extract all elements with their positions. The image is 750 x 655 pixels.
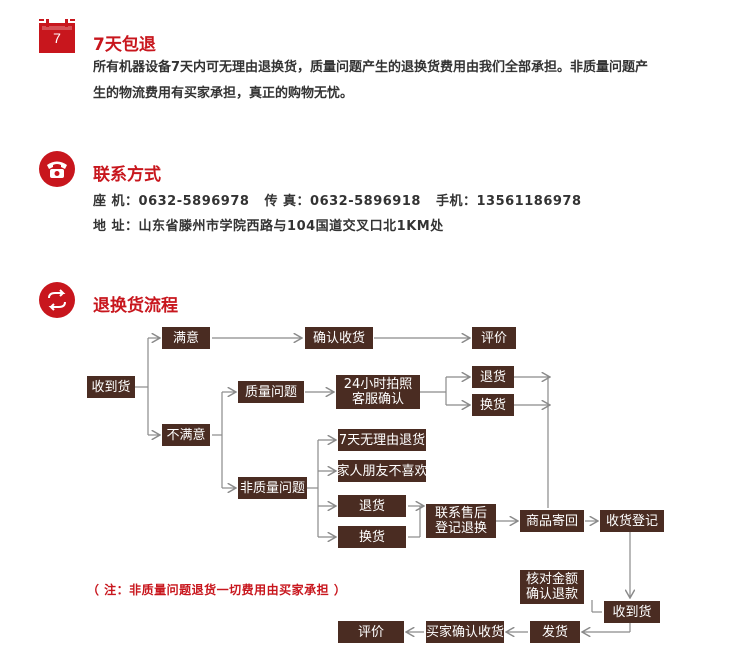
flow-unsatisfied: 不满意 [162,424,210,446]
flow-buyer-confirm: 买家确认收货 [426,621,504,643]
flow-register-receipt: 收货登记 [600,510,664,532]
flow-review-bottom: 评价 [338,621,404,643]
contact-phone-line: 座 机：0632-5896978 传 真：0632-5896918 手机：135… [93,194,582,209]
exchange-icon [38,281,76,319]
flow-non-quality: 非质量问题 [238,477,307,499]
flow-contact-after-sales: 联系售后 登记退换 [426,504,496,538]
flow-verify-refund: 核对金额 确认退款 [520,570,584,604]
flow-confirm-receipt: 确认收货 [305,327,373,349]
flow-photo-confirm: 24小时拍照 客服确认 [336,375,420,409]
process-title: 退换货流程 [93,296,178,316]
calendar-number: 7 [53,30,61,46]
flow-received: 收到货 [604,601,660,623]
contact-address-line: 地 址：山东省滕州市学院西路与104国道交叉口北1KM处 [93,219,444,234]
flow-send-back: 商品寄回 [520,510,584,532]
flow-quality-issue: 质量问题 [238,381,304,403]
flow-satisfied: 满意 [162,327,210,349]
contact-title: 联系方式 [93,165,161,185]
flow-review-top: 评价 [472,327,516,349]
flow-exchange-a: 换货 [472,394,514,416]
process-note: （ 注：非质量问题退货一切费用由买家承担 ） [87,583,347,597]
phone-icon [38,150,76,188]
calendar-icon: 7 [38,18,76,54]
flow-exchange-b: 换货 [338,526,406,548]
return-policy-title: 7天包退 [93,35,156,55]
return-policy-text-2: 生的物流费用有买家承担，真正的购物无忧。 [93,86,354,101]
flow-family-dislike: 家人朋友不喜欢 [337,460,428,482]
flow-no-reason: 7天无理由退货 [338,429,426,451]
flow-return-a: 退货 [472,366,514,388]
flow-receive: 收到货 [87,376,135,398]
flow-ship: 发货 [530,621,580,643]
flow-return-b: 退货 [338,495,406,517]
return-policy-text-1: 所有机器设备7天内可无理由退换货，质量问题产生的退换货费用由我们全部承担。非质量… [93,60,649,75]
